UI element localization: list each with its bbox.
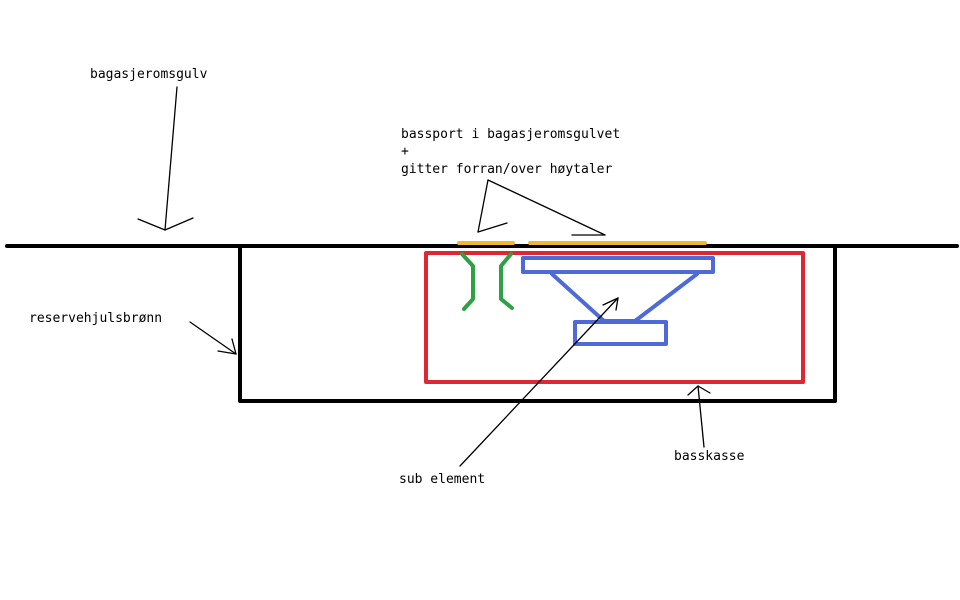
well-arrow-shaft (189, 321, 237, 355)
box-arrow-shaft (697, 385, 705, 448)
port-label-line-1: bassport i bagasjeromsgulvet (401, 127, 621, 142)
box-arrow-head (687, 385, 699, 396)
floor-arrow-head-left (137, 218, 166, 231)
floor-arrow-head-right (164, 217, 194, 231)
speaker-frame (521, 256, 715, 274)
port-label-line-2: + (401, 144, 409, 159)
grille-arrow-shaft (487, 179, 606, 236)
well-arrow-head (217, 350, 237, 355)
well-arrow-barb (231, 338, 237, 355)
sub-arrow-head (602, 297, 619, 306)
floor-label: bagasjeromsgulv (90, 67, 208, 82)
port-label-line-3: gitter forran/over høytaler (401, 162, 613, 177)
bass-box-label: basskasse (674, 449, 745, 464)
box-arrow-barb (697, 385, 711, 394)
port-arrow-head (477, 222, 508, 233)
annotation-arrows (137, 86, 711, 467)
sub-arrow-shaft (459, 297, 619, 467)
spare-wheel-well-outline (238, 244, 837, 403)
sub-arrow-barb (615, 297, 619, 311)
bass-box-outline (424, 251, 805, 384)
spare-well-label: reservehjulsbrønn (29, 311, 163, 326)
floor-arrow-shaft (164, 86, 178, 231)
speaker-magnet (573, 320, 668, 346)
port-arrow-shaft (477, 179, 489, 233)
bass-port-left-wall (460, 252, 475, 311)
sub-element-label: sub element (399, 472, 486, 487)
bass-port-right-wall (499, 252, 514, 310)
speaker-cone (550, 272, 699, 323)
